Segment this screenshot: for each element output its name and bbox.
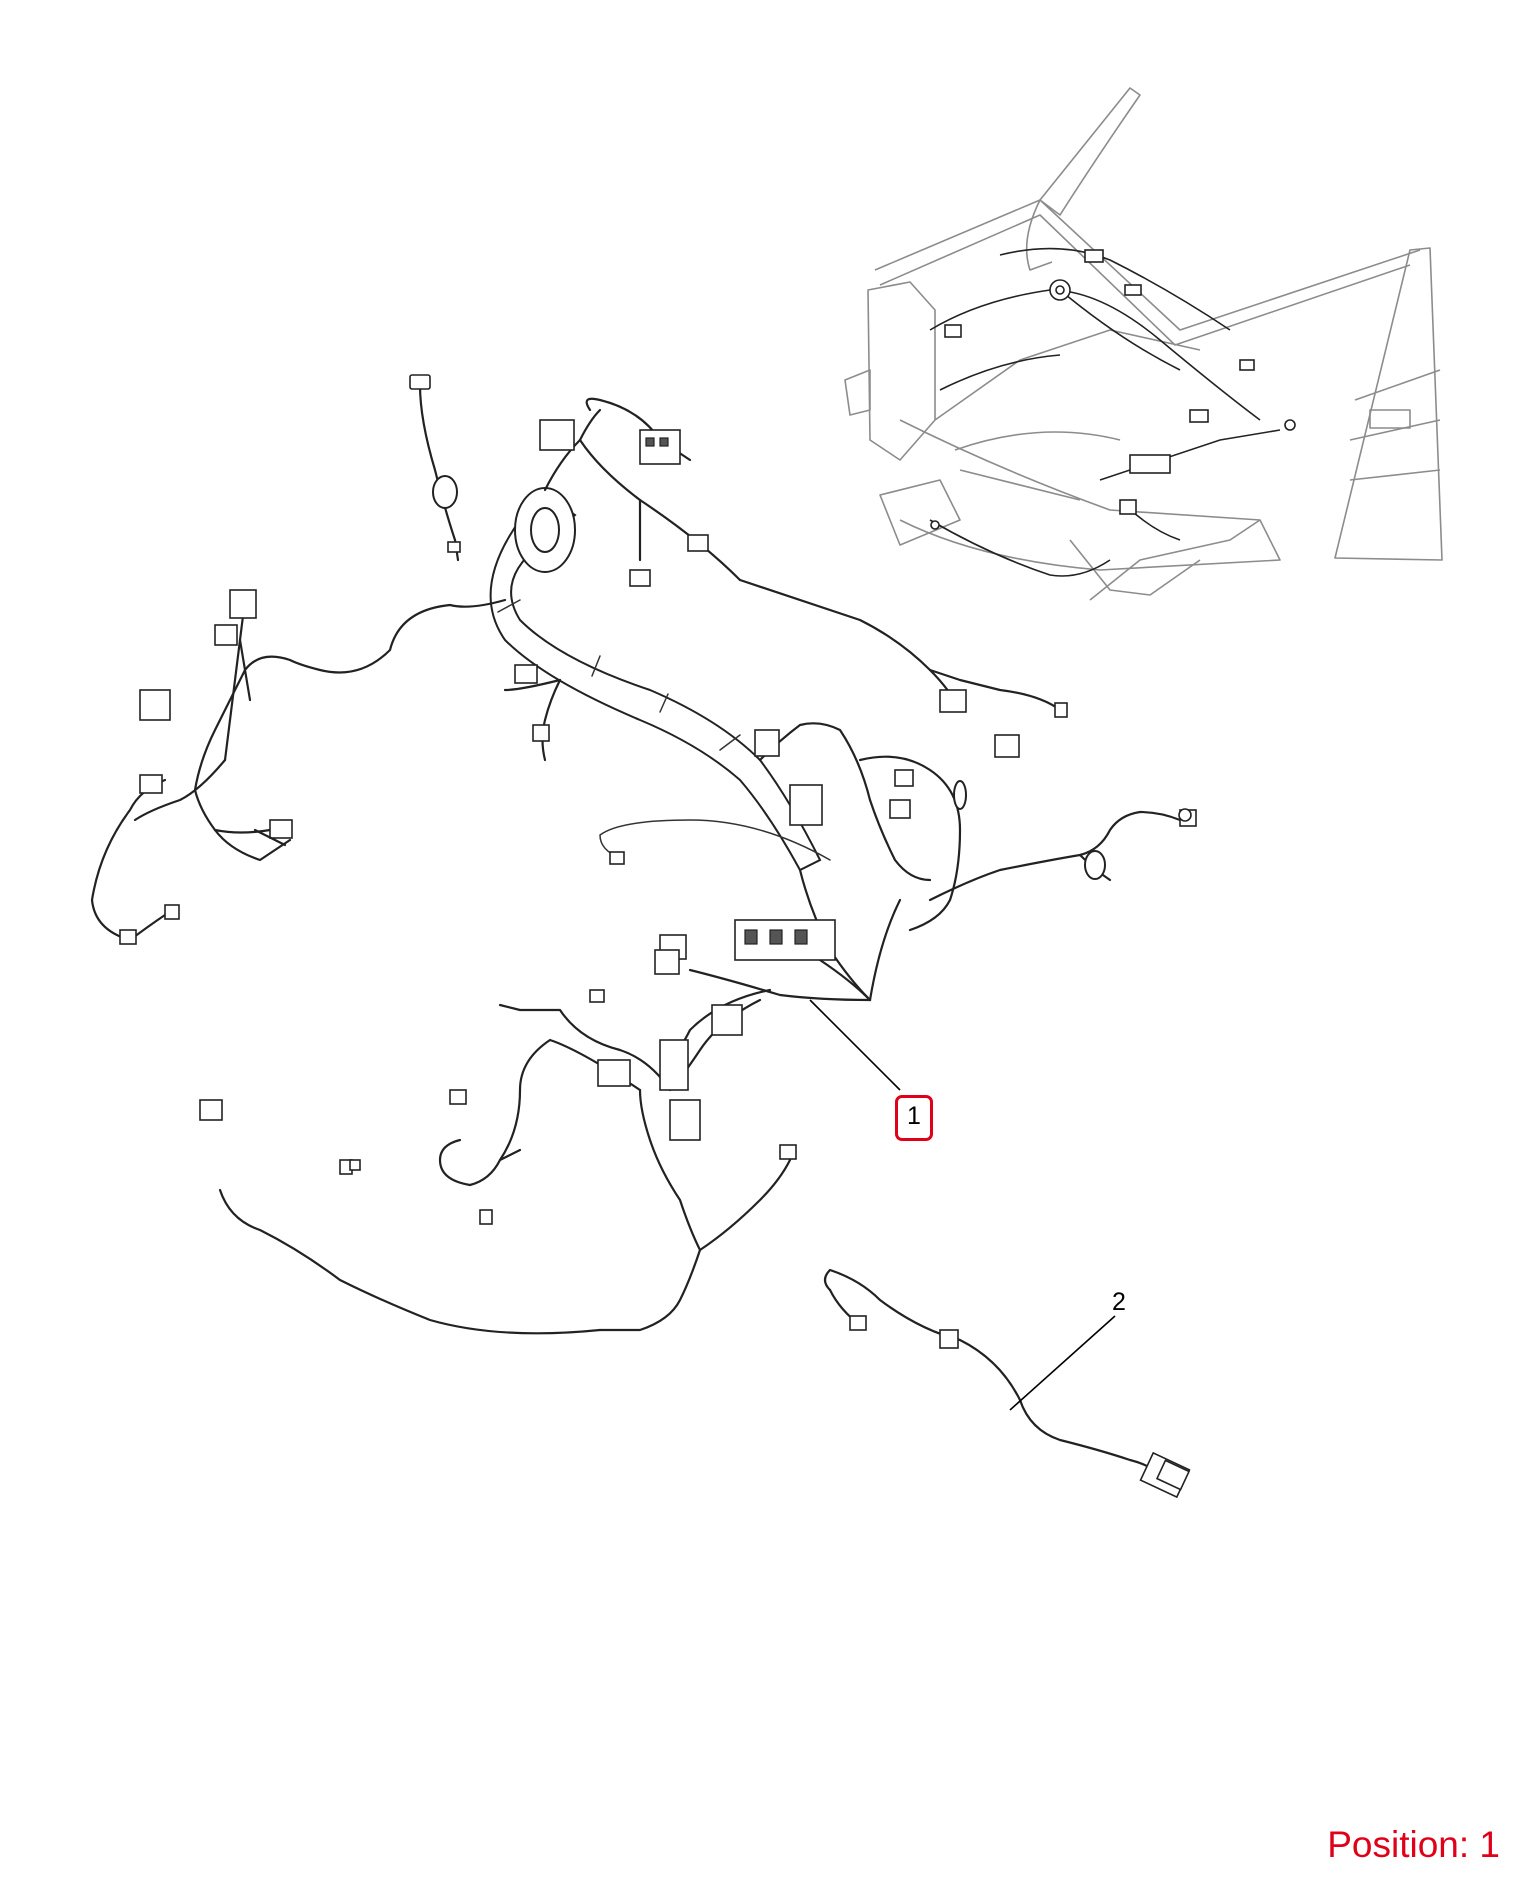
main-wiring-harness: [90, 374, 1197, 1335]
position-label: Position: 1: [1327, 1824, 1500, 1865]
callout-label-2[interactable]: 2: [1112, 1288, 1126, 1316]
callout-2-leader: [1009, 1315, 1116, 1411]
callout-label-1[interactable]: 1: [907, 1102, 921, 1130]
callout-1-leader: [809, 999, 901, 1091]
highlight-box: [895, 1095, 933, 1141]
secondary-harness: [823, 1268, 1191, 1499]
vehicle-body-inset: [844, 87, 1443, 601]
